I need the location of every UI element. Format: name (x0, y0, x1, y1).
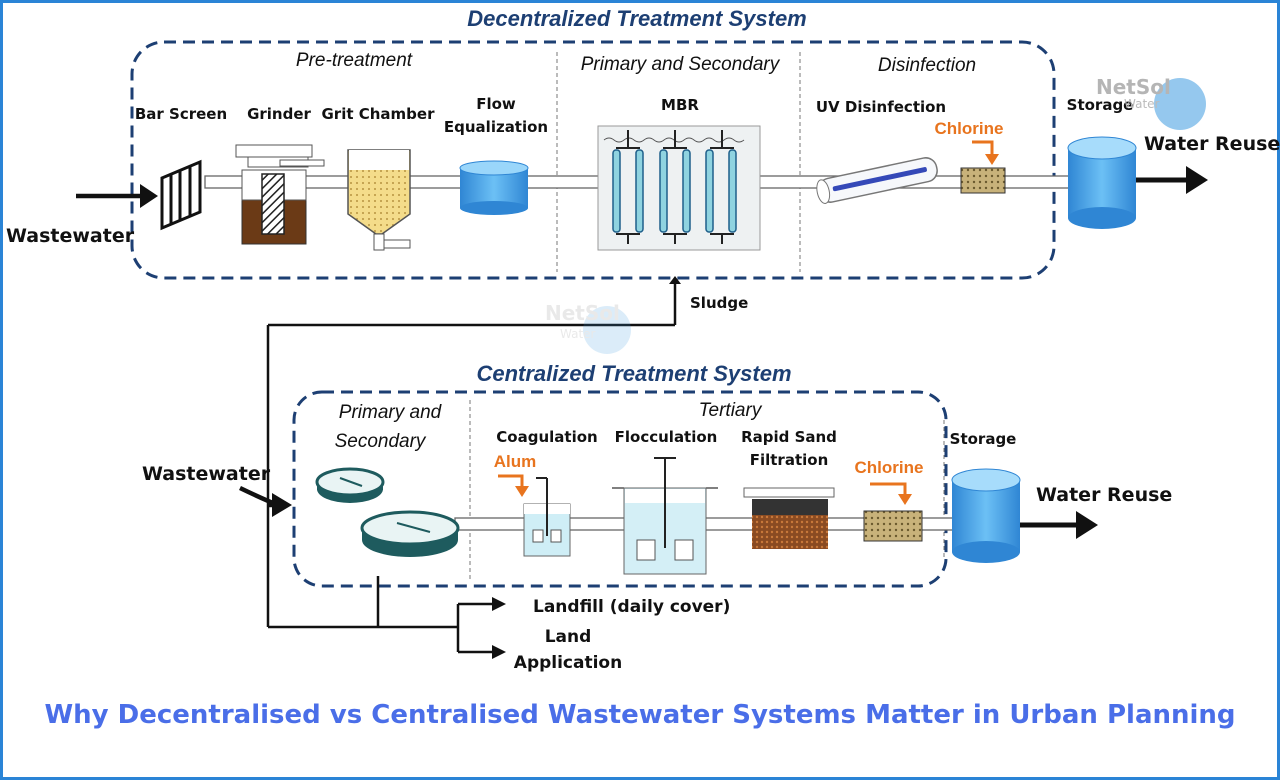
outflow-arrowhead-central (1076, 511, 1098, 539)
chlorine-contact-icon-central (863, 510, 923, 542)
chlorine-arrow-decentralized (972, 140, 994, 156)
flocculation-tank-icon (612, 457, 718, 575)
centralized-title: Centralized Treatment System (476, 361, 791, 386)
section-tertiary: Tertiary (699, 400, 763, 421)
netsol-logo: NetSol Water (1096, 75, 1206, 130)
clarifier-icon (360, 510, 460, 557)
land-application-label-2: Application (514, 653, 622, 673)
sludge-arrowhead (669, 276, 681, 284)
svg-text:Water: Water (560, 327, 596, 341)
section-primary-secondary-central-2: Secondary (335, 431, 427, 452)
section-pretreatment: Pre-treatment (296, 50, 413, 71)
decentralized-title: Decentralized Treatment System (467, 6, 807, 31)
uv-disinfection-label: UV Disinfection (816, 98, 946, 116)
inflow-arrowhead (140, 184, 158, 208)
wastewater-input-label: Wastewater (6, 225, 135, 247)
mbr-label: MBR (661, 96, 699, 114)
storage-tank-icon-decentralized (1067, 136, 1137, 229)
bar-screen-label: Bar Screen (135, 105, 227, 123)
land-application-arrowhead (492, 645, 506, 659)
storage-label-central: Storage (950, 430, 1017, 448)
bar-screen-icon (160, 159, 202, 231)
logo-text: NetSol (1096, 75, 1171, 99)
land-application-label-1: Land (545, 627, 592, 647)
uv-disinfection-icon (816, 157, 938, 204)
water-reuse-label-central: Water Reuse (1036, 484, 1172, 506)
caption: Why Decentralised vs Centralised Wastewa… (44, 700, 1236, 730)
grit-chamber-label: Grit Chamber (322, 105, 436, 123)
sludge-label: Sludge (690, 294, 748, 312)
chlorine-arrow-central (870, 482, 907, 496)
rapid-sand-filter-icon (743, 487, 835, 549)
alum-label: Alum (494, 452, 537, 471)
wastewater-input-label-central: Wastewater (142, 463, 271, 485)
decentralized-boundary (130, 40, 1056, 280)
svg-text:NetSol: NetSol (545, 301, 620, 325)
alum-arrow (498, 474, 524, 488)
mbr-icon (597, 125, 761, 251)
coagulation-label: Coagulation (496, 428, 597, 446)
coagulation-tank-icon (523, 477, 571, 557)
flow-equalization-tank-icon (459, 160, 529, 215)
flocculation-label: Flocculation (615, 428, 718, 446)
section-primary-secondary-central-1: Primary and (339, 402, 443, 423)
logo-subtext: Water (1124, 97, 1160, 111)
chlorine-contact-icon-decentralized (960, 167, 1006, 194)
water-drop-icon (1154, 78, 1206, 130)
centralized-boundary (292, 390, 948, 588)
section-disinfection: Disinfection (878, 55, 976, 76)
chlorine-label-decentralized: Chlorine (935, 119, 1004, 138)
outflow-arrowhead-decentralized (1186, 166, 1208, 194)
rapid-sand-label-2: Filtration (750, 451, 829, 469)
landfill-label: Landfill (daily cover) (533, 597, 730, 617)
storage-tank-icon-central (951, 468, 1021, 563)
chlorine-label-central: Chlorine (855, 458, 924, 477)
grinder-label: Grinder (247, 105, 311, 123)
water-reuse-label-decentralized: Water Reuse (1144, 133, 1280, 155)
watermark-center: NetSol Water (545, 301, 631, 354)
grit-chamber-icon (347, 149, 411, 251)
clarifier-icon (315, 467, 385, 503)
inflow-arrowhead-central (272, 493, 292, 517)
storage-label-decentralized: Storage (1067, 96, 1134, 114)
landfill-arrowhead (492, 597, 506, 611)
chlorine-arrowhead-central (898, 494, 912, 505)
flow-equalization-label-1: Flow (476, 95, 516, 113)
flow-equalization-label-2: Equalization (444, 118, 548, 136)
section-primary-secondary: Primary and Secondary (581, 54, 781, 75)
rapid-sand-label-1: Rapid Sand (741, 428, 837, 446)
chlorine-arrowhead-decentralized (985, 154, 999, 165)
alum-arrowhead (515, 486, 529, 497)
grinder-icon (235, 144, 325, 245)
